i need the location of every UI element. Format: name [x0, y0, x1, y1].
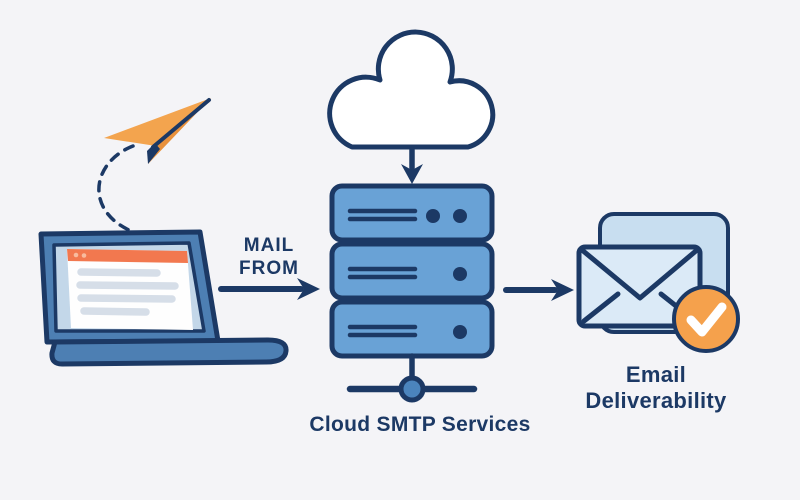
- text-line: [76, 281, 179, 290]
- laptop-icon: [38, 229, 289, 367]
- result-line2: Deliverability: [585, 388, 727, 413]
- titlebar-dot: [81, 253, 87, 258]
- mail-from-line1: MAIL: [244, 235, 294, 256]
- cloud-icon: [327, 29, 496, 150]
- result-line1: Email: [626, 362, 686, 387]
- paper-plane-icon: [104, 98, 211, 164]
- titlebar-dot: [73, 252, 79, 258]
- email-deliverability-group: [576, 212, 740, 353]
- envelope-flap: [579, 247, 700, 301]
- network-node-icon: [346, 353, 478, 403]
- mail-from-arrow-icon: [218, 278, 320, 300]
- text-line: [77, 268, 161, 277]
- mail-from-label: MAIL FROM: [239, 235, 299, 279]
- mail-from-line2: FROM: [239, 258, 299, 279]
- text-line: [80, 307, 150, 316]
- result-label: Email Deliverability: [585, 362, 727, 413]
- server-led: [453, 325, 467, 339]
- server-led: [453, 267, 467, 281]
- server-caption: Cloud SMTP Services: [309, 413, 530, 436]
- flight-path-dashes: [97, 144, 135, 233]
- text-line: [77, 294, 176, 303]
- check-badge-icon: [672, 285, 740, 353]
- cloud-ingress-arrow-icon: [401, 147, 423, 184]
- server-led: [453, 209, 467, 223]
- check-mark: [686, 302, 727, 337]
- laptop-base: [49, 337, 289, 367]
- server-led: [426, 209, 440, 223]
- server-stack-icon: [329, 183, 495, 359]
- delivery-arrow-icon: [503, 279, 574, 301]
- document-titlebar: [67, 249, 188, 263]
